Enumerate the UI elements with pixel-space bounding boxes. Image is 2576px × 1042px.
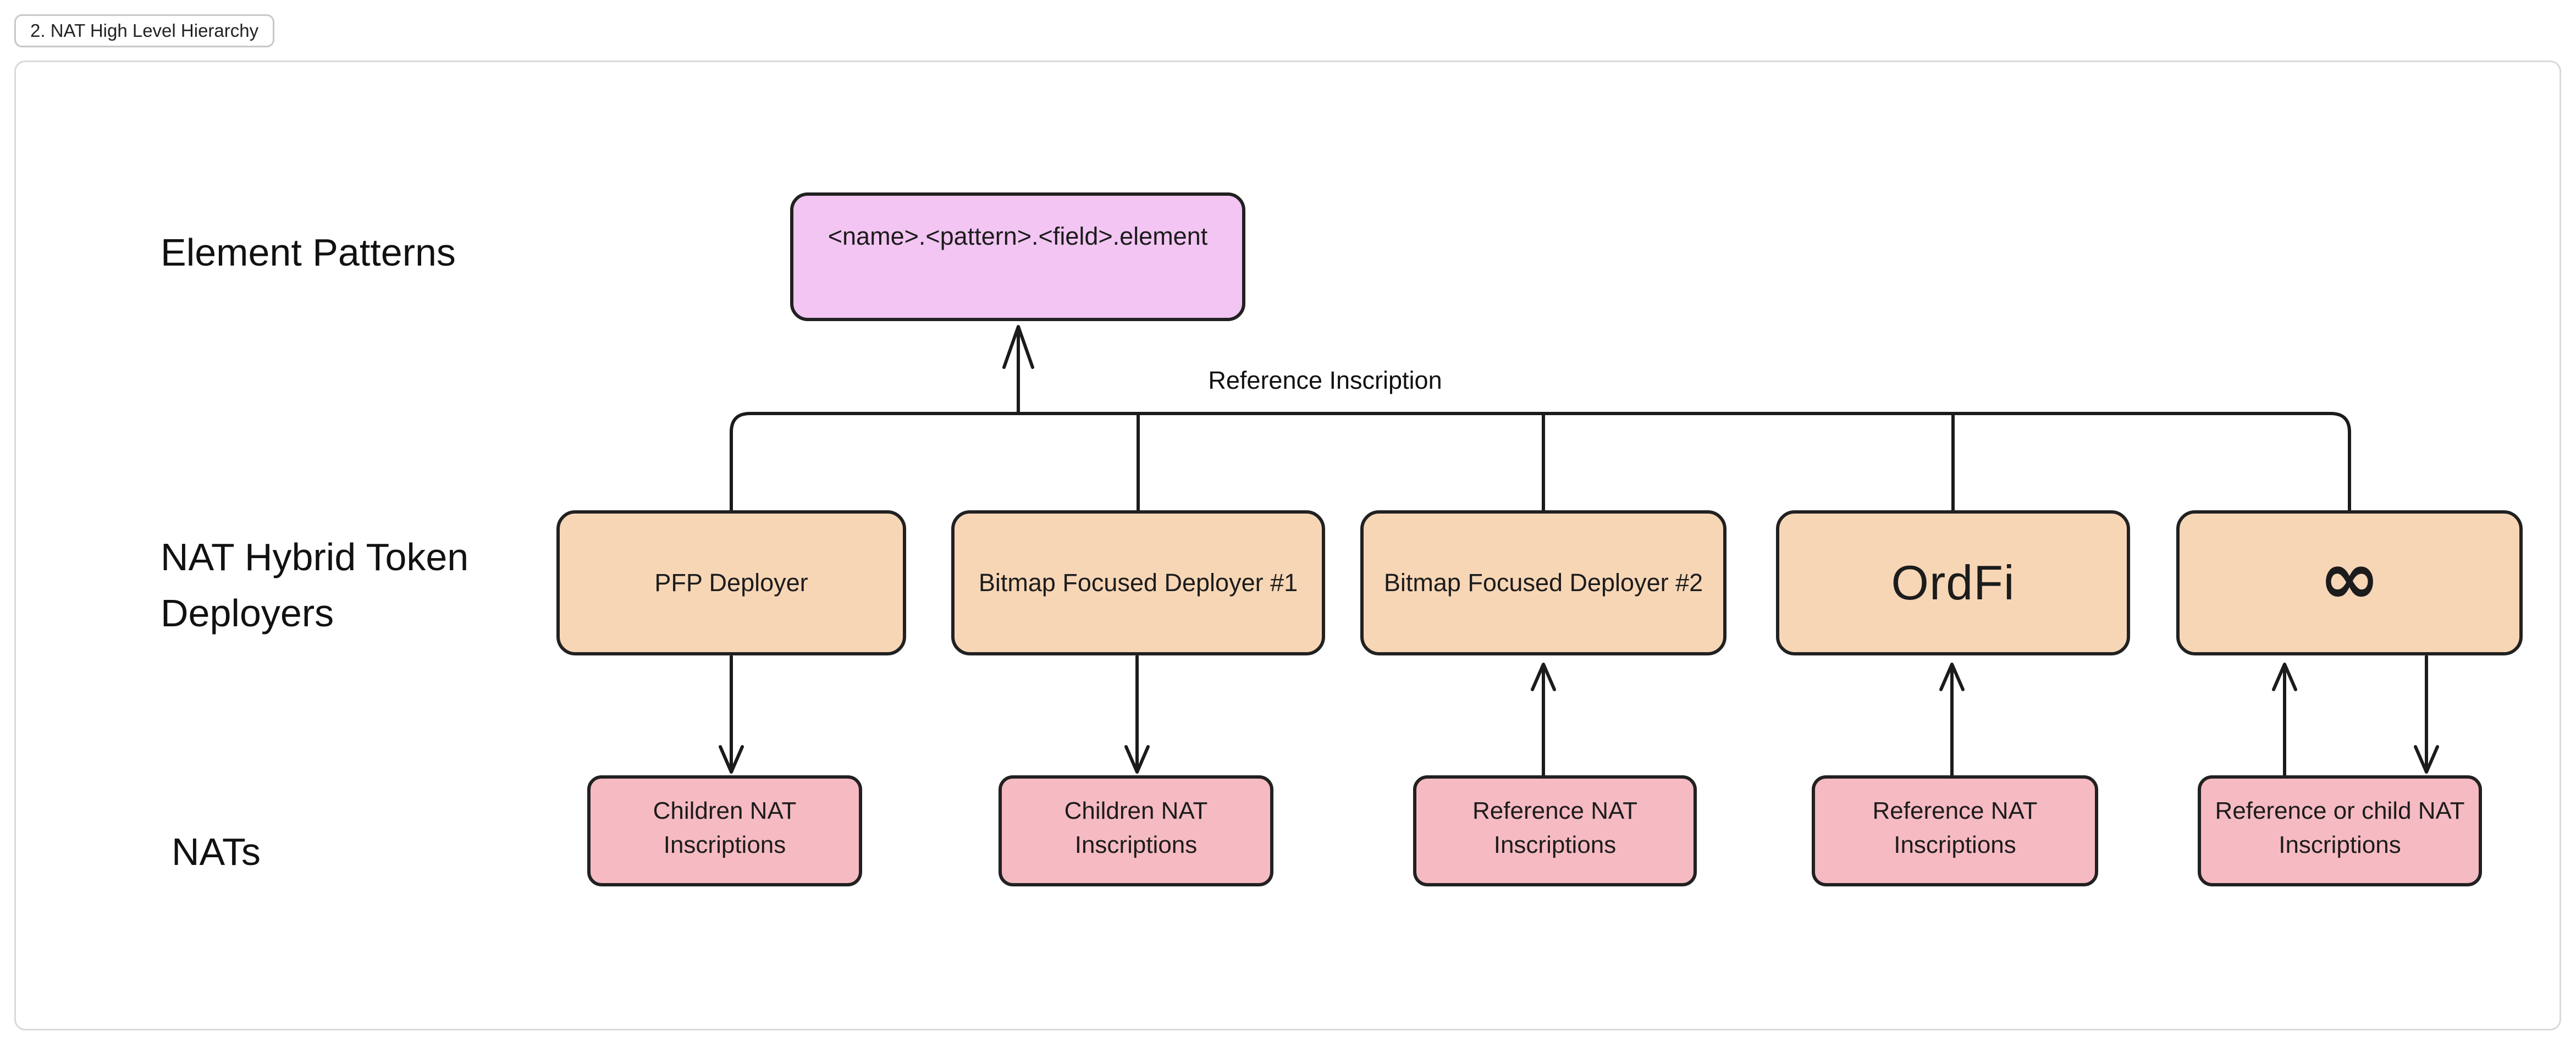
arrow-deployer1-down-head <box>719 745 744 774</box>
node-bitmap-deployer-1: Bitmap Focused Deployer #1 <box>951 510 1325 655</box>
node-pfp-deployer-label: PFP Deployer <box>654 569 808 597</box>
node-ordfi-label: OrdFi <box>1891 555 2015 610</box>
row-label-nat-hybrid-token-deployers: NAT Hybrid Token Deployers <box>161 536 469 635</box>
node-pfp-deployer: PFP Deployer <box>556 510 906 655</box>
arrow-reference-inscription-head <box>1002 325 1034 369</box>
node-reference-or-child-nat-label: Reference or child NAT Inscriptions <box>2215 797 2465 858</box>
row-label-element-patterns: Element Patterns <box>161 231 456 274</box>
node-infinity-deployer: ∞ <box>2176 510 2523 655</box>
arrow-deployer4-up-head <box>1939 663 1965 691</box>
node-children-nat-1-label: Children NAT Inscriptions <box>653 797 797 858</box>
connector-trunk <box>730 412 2351 513</box>
arrow-deployer2-down-head <box>1124 745 1150 774</box>
node-reference-or-child-nat: Reference or child NAT Inscriptions <box>2198 775 2482 886</box>
node-bitmap-deployer-2-label: Bitmap Focused Deployer #2 <box>1383 569 1703 597</box>
node-reference-nat-2: Reference NAT Inscriptions <box>1812 775 2098 886</box>
node-children-nat-2: Children NAT Inscriptions <box>999 775 1273 886</box>
node-element-pattern: <name>.<pattern>.<field>.element <box>790 192 1245 321</box>
diagram-title-tab[interactable]: 2. NAT High Level Hierarchy <box>14 14 275 47</box>
node-reference-nat-1-label: Reference NAT Inscriptions <box>1472 797 1637 858</box>
node-children-nat-2-label: Children NAT Inscriptions <box>1064 797 1208 858</box>
reference-inscription-label: Reference Inscription <box>1208 366 1442 394</box>
node-children-nat-1: Children NAT Inscriptions <box>587 775 862 886</box>
row-label-nats: NATs <box>172 830 261 873</box>
node-bitmap-deployer-2: Bitmap Focused Deployer #2 <box>1360 510 1726 655</box>
node-element-pattern-label: <name>.<pattern>.<field>.element <box>828 222 1208 250</box>
node-reference-nat-2-label: Reference NAT Inscriptions <box>1872 797 2038 858</box>
arrow-deployer5-up-head <box>2272 663 2297 691</box>
node-reference-nat-1: Reference NAT Inscriptions <box>1413 775 1697 886</box>
node-ordfi: OrdFi <box>1776 510 2130 655</box>
node-bitmap-deployer-1-label: Bitmap Focused Deployer #1 <box>978 569 1298 597</box>
arrow-deployer5-down-head <box>2414 745 2439 774</box>
infinity-icon: ∞ <box>2319 536 2380 621</box>
arrow-deployer3-up-head <box>1531 663 1556 691</box>
